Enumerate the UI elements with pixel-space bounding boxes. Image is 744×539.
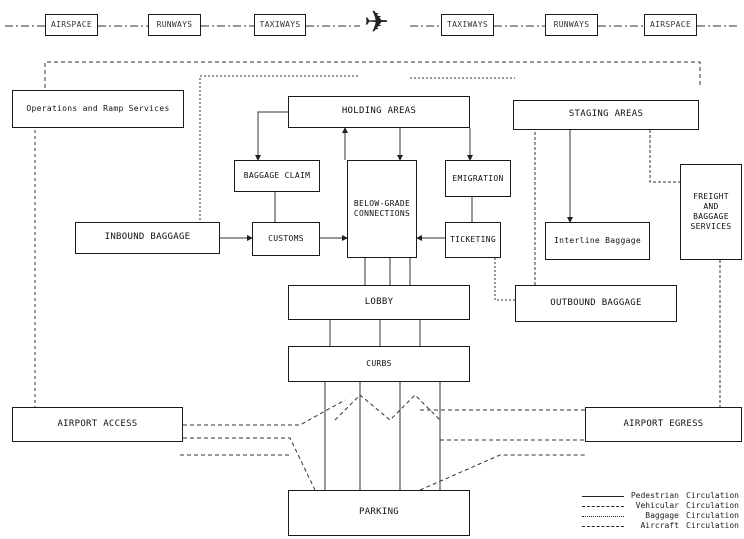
runways-box-right: RUNWAYS	[545, 14, 598, 36]
airspace-box-left: AIRSPACE	[45, 14, 98, 36]
legend: Pedestrian Circulation Vehicular Circula…	[582, 491, 742, 531]
legend-name: Pedestrian	[630, 491, 679, 500]
below-grade-connections-box: BELOW-GRADE CONNECTIONS	[347, 160, 417, 258]
legend-kind: Circulation	[686, 521, 739, 530]
legend-kind: Circulation	[686, 501, 739, 510]
staging-areas-box: STAGING AREAS	[513, 100, 699, 130]
airport-access-box: AIRPORT ACCESS	[12, 407, 183, 442]
operations-ramp-services-box: Operations and Ramp Services	[12, 90, 184, 128]
legend-name: Baggage	[645, 511, 679, 520]
airplane-icon: ✈	[364, 5, 390, 40]
ticketing-box: TICKETING	[445, 222, 501, 258]
customs-box: CUSTOMS	[252, 222, 320, 256]
freight-baggage-services-box: FREIGHT AND BAGGAGE SERVICES	[680, 164, 742, 260]
legend-name: Vehicular	[635, 501, 679, 510]
legend-row-vehicular: Vehicular Circulation	[582, 501, 742, 511]
legend-row-aircraft: Aircraft Circulation	[582, 521, 742, 531]
legend-kind: Circulation	[686, 511, 739, 520]
airport-egress-box: AIRPORT EGRESS	[585, 407, 742, 442]
legend-row-baggage: Baggage Circulation	[582, 511, 742, 521]
parking-box: PARKING	[288, 490, 470, 536]
interline-baggage-box: Interline Baggage	[545, 222, 650, 260]
emigration-box: EMIGRATION	[445, 160, 511, 197]
lobby-box: LOBBY	[288, 285, 470, 320]
curbs-box: CURBS	[288, 346, 470, 382]
legend-kind: Circulation	[686, 491, 739, 500]
taxiways-box-right: TAXIWAYS	[441, 14, 494, 36]
outbound-baggage-box: OUTBOUND BAGGAGE	[515, 285, 677, 322]
legend-row-pedestrian: Pedestrian Circulation	[582, 491, 742, 501]
runways-box-left: RUNWAYS	[148, 14, 201, 36]
inbound-baggage-box: INBOUND BAGGAGE	[75, 222, 220, 254]
airspace-box-right: AIRSPACE	[644, 14, 697, 36]
legend-name: Aircraft	[640, 521, 679, 530]
taxiways-box-left: TAXIWAYS	[254, 14, 306, 36]
baggage-claim-box: BAGGAGE CLAIM	[234, 160, 320, 192]
holding-areas-box: HOLDING AREAS	[288, 96, 470, 128]
